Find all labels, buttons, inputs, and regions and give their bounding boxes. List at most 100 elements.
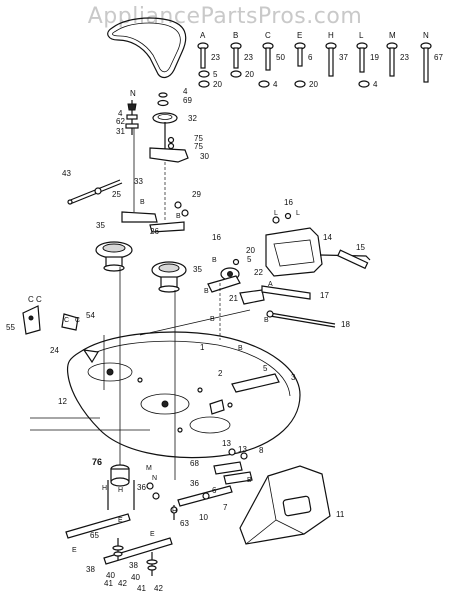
washer-6[interactable]: 4: [358, 80, 378, 89]
callout-6: 6: [212, 486, 217, 495]
bolt-number: 67: [434, 53, 443, 62]
callout-25: 25: [112, 190, 121, 199]
svg-text:B: B: [264, 317, 269, 324]
callout-36b: 36: [190, 479, 199, 488]
callout-16: 16: [212, 233, 221, 242]
blade-center[interactable]: [103, 537, 173, 565]
washer-label: 20: [245, 70, 254, 79]
part-18-rod[interactable]: [266, 310, 336, 328]
discharge-chute[interactable]: [239, 465, 331, 545]
idler-bracket[interactable]: [121, 162, 189, 233]
svg-text:C: C: [64, 317, 69, 324]
blade-left[interactable]: [65, 513, 131, 539]
callout-65: 65: [90, 531, 99, 540]
washer-label: 5: [213, 70, 218, 79]
callout-40b: 40: [131, 573, 140, 582]
callout-20: 20: [246, 246, 255, 255]
svg-text:L: L: [296, 210, 300, 217]
callout-12: 12: [58, 397, 67, 406]
bolt-letter: B: [233, 31, 238, 40]
svg-text:B: B: [140, 199, 145, 206]
idler-arm-right[interactable]: [207, 258, 265, 305]
bolt-number: 23: [211, 53, 220, 62]
callout-1: 1: [200, 343, 205, 352]
bolt-letter: N: [423, 31, 429, 40]
bolt-number: 6: [308, 53, 313, 62]
spindle-lower[interactable]: [107, 464, 135, 510]
callout-8: 8: [259, 446, 264, 455]
bolt-c[interactable]: C50: [262, 31, 285, 71]
washer-label: 20: [213, 80, 222, 89]
callout-62: 62: [116, 117, 125, 126]
bolt-l[interactable]: L 19: [356, 31, 379, 73]
washer-1[interactable]: 5: [198, 70, 218, 79]
callout-75b: 75: [194, 142, 203, 151]
svg-text:B: B: [238, 345, 243, 352]
bolt-letter: L: [359, 31, 364, 40]
blade-hardware: [112, 482, 210, 576]
bolt-h[interactable]: H 37: [325, 31, 348, 77]
spindle-stack-upper[interactable]: [125, 92, 189, 163]
mower-deck[interactable]: [66, 331, 301, 459]
callout-13: 13: [222, 439, 231, 448]
bolt-e[interactable]: E6: [294, 31, 313, 67]
rear-baffle[interactable]: [209, 373, 280, 485]
bracket-left[interactable]: [22, 305, 79, 335]
washer-4[interactable]: 4: [258, 80, 278, 89]
svg-text:B: B: [247, 477, 252, 484]
callout-38b: 38: [129, 561, 138, 570]
pulley-left[interactable]: [95, 241, 133, 272]
callout-33: 33: [134, 177, 143, 186]
svg-text:B: B: [204, 288, 209, 295]
washer-2[interactable]: 20: [198, 80, 222, 89]
pulley-center[interactable]: [151, 261, 187, 293]
callout-26: 26: [150, 227, 159, 236]
callout-40: 40: [106, 571, 115, 580]
lift-lever[interactable]: [261, 212, 371, 300]
bolt-a[interactable]: A23: [197, 31, 220, 69]
svg-text:E: E: [118, 517, 123, 524]
callout-11: 11: [336, 510, 345, 519]
bolt-number: 23: [400, 53, 409, 62]
bolt-n[interactable]: N 67: [420, 31, 443, 83]
bolt-number: 37: [339, 53, 348, 62]
bolt-letter: E: [297, 31, 302, 40]
callout-CC: C C: [28, 295, 42, 304]
washer-5[interactable]: 20: [294, 80, 318, 89]
washer-label: 4: [273, 80, 278, 89]
callout-38: 38: [86, 565, 95, 574]
bolt-letter: H: [328, 31, 334, 40]
callout-43: 43: [62, 169, 71, 178]
callout-21: 21: [229, 294, 238, 303]
callout-41: 41: [104, 579, 113, 588]
part-43-shaft[interactable]: [67, 179, 123, 205]
callout-54: 54: [86, 311, 95, 320]
callout-18: 18: [341, 320, 350, 329]
callout-76: 76: [92, 457, 102, 467]
callout-5: 5: [247, 255, 252, 264]
callout-41b: 41: [137, 584, 146, 593]
svg-text:H: H: [172, 508, 177, 515]
bolt-number: 19: [370, 53, 379, 62]
callout-10: 10: [199, 513, 208, 522]
svg-text:L: L: [274, 210, 278, 217]
callout-29: 29: [192, 190, 201, 199]
bolt-m[interactable]: M23: [386, 31, 409, 77]
callout-35: 35: [96, 221, 105, 230]
callout-68: 68: [190, 459, 199, 468]
callout-2: 2: [218, 369, 223, 378]
washer-3[interactable]: 20: [230, 70, 254, 79]
callout-4: 4: [118, 109, 123, 118]
drive-belt[interactable]: [107, 17, 187, 79]
callout-5b: 5: [263, 364, 268, 373]
svg-text:M: M: [146, 465, 152, 472]
bolt-b[interactable]: B23: [230, 31, 253, 69]
callout-75: 75: [194, 134, 203, 143]
callout-32: 32: [188, 114, 197, 123]
callout-4b: 4: [183, 87, 188, 96]
callout-16b: 16: [284, 198, 293, 207]
svg-text:B: B: [212, 257, 217, 264]
